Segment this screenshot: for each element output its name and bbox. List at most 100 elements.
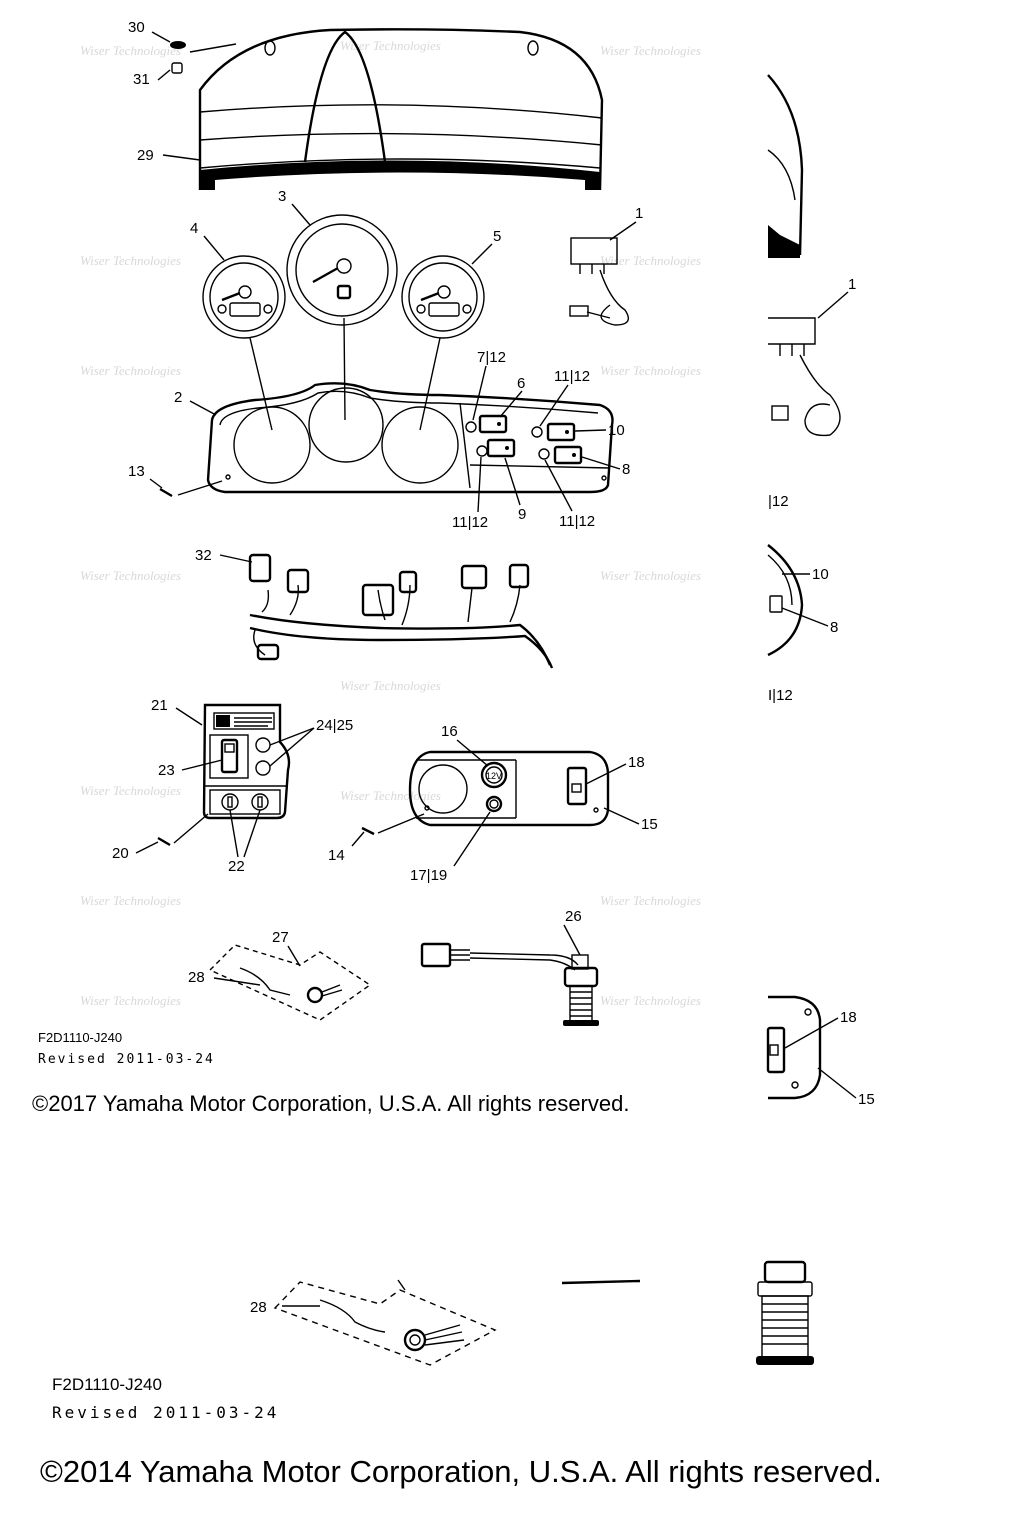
leader-line	[181, 759, 223, 771]
watermark: Wiser Technologies	[600, 363, 701, 378]
watermark: Wiser Technologies	[600, 568, 701, 583]
nut-part-31	[171, 62, 183, 74]
leader-line	[563, 924, 581, 956]
part-label-21: 21	[151, 697, 168, 714]
part-label-3: 3	[278, 188, 286, 205]
dash-cover-part-29	[198, 28, 604, 191]
leader-line	[456, 739, 489, 767]
panel-detail-crop	[767, 544, 804, 657]
part-label-18-detail: 18	[840, 1009, 857, 1026]
leader-line	[419, 337, 441, 431]
part-label-12-crop2: I|12	[768, 687, 793, 704]
part-label-28: 28	[188, 969, 205, 986]
watermark: Wiser Technologies	[340, 678, 441, 693]
part-label-18: 18	[628, 754, 645, 771]
washer-part-30	[170, 41, 186, 49]
leader-line	[453, 811, 491, 867]
leader-line	[189, 43, 237, 53]
part-label-12-crop: |12	[768, 493, 789, 510]
leader-line	[544, 459, 573, 512]
screw-part-20	[157, 836, 171, 847]
leader-line	[609, 221, 637, 241]
leader-line	[504, 457, 521, 506]
watermarks: Wiser Technologies Wiser Technologies Wi…	[80, 38, 701, 1008]
part-label-23: 23	[158, 762, 175, 779]
part-label-13: 13	[128, 463, 145, 480]
screw-detail	[561, 1279, 641, 1285]
leader-line	[249, 337, 273, 431]
leader-line	[151, 31, 171, 43]
part-label-16: 16	[441, 723, 458, 740]
leader-line	[539, 384, 569, 427]
leader-line	[472, 365, 487, 421]
part-label-26: 26	[565, 908, 582, 925]
watermark: Wiser Technologies	[80, 568, 181, 583]
leader-line	[173, 813, 209, 844]
leader-line	[291, 203, 311, 226]
sensor-part-26	[420, 942, 599, 1026]
part-label-29: 29	[137, 147, 154, 164]
watermark: Wiser Technologies	[600, 893, 701, 908]
part-label-17-19: 17|19	[410, 867, 447, 884]
part-label-11-12-right: 11|12	[559, 513, 595, 530]
watermark: Wiser Technologies	[80, 253, 181, 268]
part-label-11-12-top: 11|12	[554, 368, 590, 385]
part-label-10: 10	[608, 422, 625, 439]
part-label-10-detail: 10	[812, 566, 829, 583]
leader-line	[203, 235, 225, 261]
part-label-30: 30	[128, 19, 145, 36]
copyright-2017: ©2017 Yamaha Motor Corporation, U.S.A. A…	[32, 1091, 629, 1116]
part-label-1: 1	[635, 205, 643, 222]
watermark: Wiser Technologies	[600, 253, 701, 268]
leader-line	[585, 763, 627, 785]
gauge-part-4	[202, 255, 286, 339]
watermark: Wiser Technologies	[600, 43, 701, 58]
part-label-7-12: 7|12	[477, 349, 506, 366]
dash-cover-detail-crop	[767, 74, 804, 258]
part-label-27: 27	[272, 929, 289, 946]
watermark: Wiser Technologies	[340, 38, 441, 53]
revision-date: Revised 2011-03-24	[38, 1052, 215, 1067]
leader-line	[177, 480, 223, 496]
leader-line	[219, 554, 253, 563]
leader-line	[499, 390, 523, 418]
accessory-panel-part-15: 12V	[408, 750, 610, 827]
part-label-22: 22	[228, 858, 245, 875]
part-label-24-25: 24|25	[316, 717, 353, 734]
part-label-2: 2	[174, 389, 182, 406]
leader-line	[471, 243, 493, 265]
harness-kit-detail-crop	[273, 1279, 497, 1366]
leader-line	[269, 727, 315, 767]
diagram-code-large: F2D1110-J240	[52, 1375, 162, 1394]
leader-line	[343, 317, 346, 421]
part-label-15-detail: 15	[858, 1091, 875, 1108]
leader-line	[135, 841, 159, 854]
relay-module-part-1	[569, 237, 629, 326]
watermark: Wiser Technologies	[80, 43, 181, 58]
part-label-14: 14	[328, 847, 345, 864]
accessory-panel-detail-crop	[766, 995, 822, 1100]
screw-part-13	[159, 487, 173, 498]
part-label-5: 5	[493, 228, 501, 245]
outlet-12v-label: 12V	[486, 771, 502, 781]
speedometer-part-3	[286, 214, 398, 326]
leader-line	[817, 291, 849, 319]
watermark: Wiser Technologies	[600, 993, 701, 1008]
part-label-4: 4	[190, 220, 198, 237]
part-label-20: 20	[112, 845, 129, 862]
leader-line	[603, 807, 640, 825]
revision-date-large: Revised 2011-03-24	[52, 1403, 279, 1422]
copyright-2014: ©2014 Yamaha Motor Corporation, U.S.A. A…	[40, 1454, 882, 1489]
watermark: Wiser Technologies	[80, 363, 181, 378]
leader-line	[229, 809, 239, 858]
part-label-31: 31	[133, 71, 150, 88]
leader-line	[817, 1067, 857, 1099]
leader-line	[781, 607, 829, 627]
leader-line	[157, 69, 171, 81]
instrument-panel-part-2	[206, 382, 614, 494]
leader-line	[377, 813, 425, 834]
relay-module-detail-crop	[768, 317, 841, 437]
leader-line	[243, 809, 261, 858]
part-label-1-detail: 1	[848, 276, 856, 293]
